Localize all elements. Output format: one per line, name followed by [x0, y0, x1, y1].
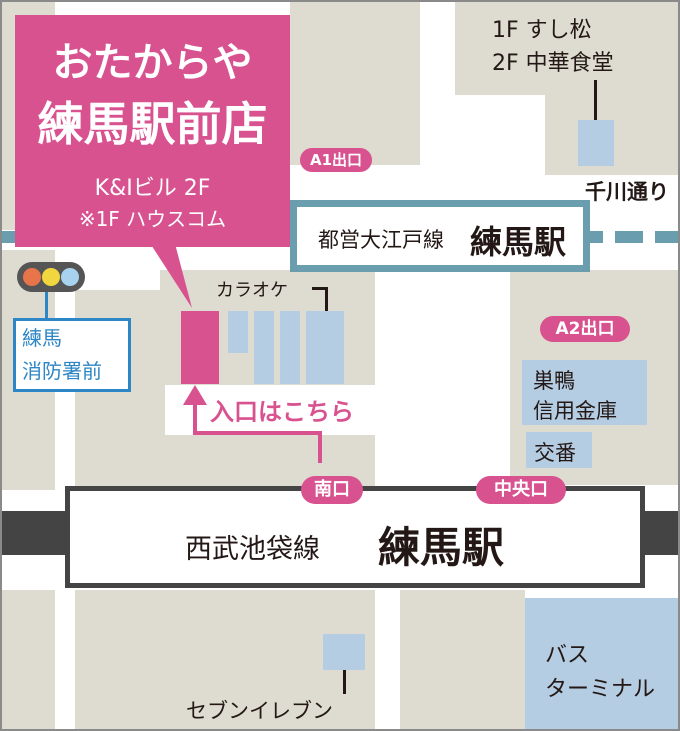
- oedo-line-name: 都営大江戸線: [318, 228, 444, 252]
- exit-central-badge: 中央口: [476, 476, 566, 504]
- karaoke-building: [306, 311, 344, 384]
- exit-south-badge: 南口: [301, 476, 363, 504]
- tenant-floor2: 2F 中華食堂: [492, 51, 614, 76]
- store-sign-callout-tail: [148, 240, 192, 308]
- seven-eleven-leader: [343, 670, 346, 694]
- oedo-line-track-right: [575, 231, 680, 243]
- bus-terminal-label-1: バス: [545, 643, 590, 668]
- exit-a1-badge: A1出口: [300, 148, 372, 172]
- exit-a2-badge: A2出口: [540, 316, 630, 342]
- store-building-block: [181, 311, 219, 384]
- seibu-line-name: 西武池袋線: [185, 534, 320, 565]
- traffic-light-red: [23, 268, 41, 286]
- leader-line: [594, 80, 597, 120]
- city-block: [290, 0, 420, 165]
- building: [228, 311, 248, 353]
- sugamo-bank-label-1: 巣鴨: [533, 369, 575, 393]
- sugamo-bank-building: [522, 360, 647, 425]
- karaoke-label: カラオケ: [216, 280, 288, 301]
- fire-station-label-2: 消防署前: [22, 359, 102, 383]
- bus-terminal-building: [525, 598, 680, 731]
- police-box-label: 交番: [534, 441, 576, 465]
- entrance-arrow: [183, 385, 322, 463]
- entrance-label: 入口はこちら: [210, 398, 354, 426]
- seven-eleven-label: セブンイレブン: [186, 699, 333, 723]
- tenant-building: [578, 120, 614, 166]
- city-block: [0, 590, 55, 731]
- seibu-station-name: 練馬駅: [378, 523, 505, 572]
- karaoke-leader-h: [312, 287, 328, 290]
- sugamo-bank-label-2: 信用金庫: [533, 399, 617, 423]
- fire-station-callout: [13, 318, 131, 392]
- callout-pointer: [45, 292, 48, 318]
- seven-eleven-building: [323, 634, 365, 670]
- city-block: [400, 590, 525, 731]
- karaoke-leader-v: [325, 287, 328, 311]
- senkawa-dori-label: 千川通り: [585, 180, 669, 204]
- bus-terminal-label-2: ターミナル: [545, 677, 656, 702]
- traffic-light-blue: [61, 268, 79, 286]
- building: [280, 311, 300, 384]
- oedo-station-name: 練馬駅: [470, 223, 567, 261]
- store-note: ※1F ハウスコム: [78, 207, 227, 231]
- store-brand: おたからや: [52, 40, 253, 86]
- police-box-building: [526, 432, 592, 468]
- fire-station-label-1: 練馬: [22, 326, 62, 350]
- building: [254, 311, 274, 384]
- store-sign: [15, 15, 290, 247]
- tenant-floor1: 1F すし松: [492, 18, 592, 43]
- oedo-station-box: [290, 200, 590, 272]
- traffic-light-yellow: [42, 268, 60, 286]
- store-name: 練馬駅前店: [37, 97, 268, 151]
- city-block: [455, 0, 545, 95]
- store-building: K&Iビル 2F: [94, 176, 211, 201]
